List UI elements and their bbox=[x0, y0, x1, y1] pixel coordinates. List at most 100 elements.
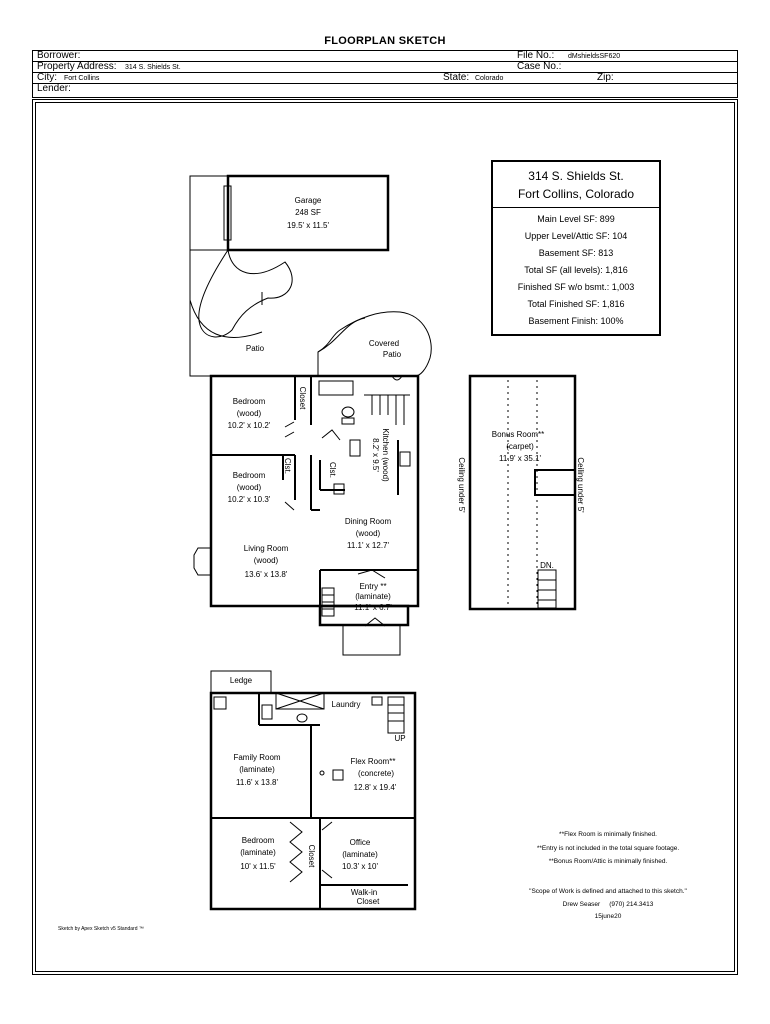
living-label: Living Room bbox=[244, 544, 289, 553]
closet1-label: Closet bbox=[298, 387, 307, 410]
entry-stairs bbox=[321, 587, 335, 617]
entry-dim: 11.1' x 6.7' bbox=[354, 603, 392, 612]
door-entry-swing bbox=[357, 569, 386, 579]
sketch-frame-inner bbox=[35, 102, 735, 972]
cist-appliance bbox=[333, 483, 345, 495]
office-label: Office bbox=[350, 838, 371, 847]
main-stairs bbox=[364, 394, 410, 425]
flex-dim: 12.8' x 19.4' bbox=[354, 783, 397, 792]
door-back bbox=[391, 375, 403, 381]
borrower-label: Borrower: bbox=[37, 50, 81, 61]
front-porch bbox=[342, 624, 401, 656]
flex-label: Flex Room** bbox=[351, 757, 396, 766]
fireplace bbox=[193, 547, 212, 576]
ceiling-right-label: Ceiling under 5' bbox=[576, 457, 585, 513]
entry-floor: (laminate) bbox=[355, 592, 391, 601]
dining-floor: (wood) bbox=[356, 529, 381, 538]
case-no-label: Case No.: bbox=[517, 61, 562, 72]
dn-label: DN. bbox=[540, 561, 554, 570]
upper-notch bbox=[534, 469, 575, 496]
summary-city: Fort Collins, Colorado bbox=[493, 187, 659, 208]
basement-sink bbox=[261, 704, 273, 720]
flex-utility bbox=[332, 769, 344, 781]
appraiser-contact: Drew Seaser (970) 214.3413 bbox=[562, 901, 654, 908]
scope-note: "Scope of Work is defined and attached t… bbox=[529, 888, 687, 895]
bonus-floor: (carpet) bbox=[506, 442, 534, 451]
living-dim: 13.6' x 13.8' bbox=[245, 570, 288, 579]
fridge bbox=[399, 451, 411, 467]
kitchen-dim: 8.2' x 9.5' bbox=[371, 438, 380, 472]
garage-walls bbox=[226, 174, 390, 252]
note-entry: **Entry is not included in the total squ… bbox=[536, 845, 680, 852]
upper-stairs bbox=[537, 569, 557, 609]
zip-label: Zip: bbox=[597, 72, 614, 83]
garage-outline bbox=[189, 175, 389, 251]
bedroom2-label: Bedroom bbox=[233, 471, 266, 480]
summary-stat: Total Finished SF: 1,816 bbox=[527, 299, 625, 309]
entry-label: Entry ** bbox=[359, 582, 386, 591]
property-value: 314 S. Shields St. bbox=[125, 64, 181, 71]
bedroom2-floor: (wood) bbox=[237, 483, 262, 492]
ceiling-left-label: Ceiling under 5' bbox=[457, 457, 466, 513]
covered-patio-label-2: Patio bbox=[383, 350, 402, 359]
page-title: FLOORPLAN SKETCH bbox=[324, 35, 446, 47]
bonus-label: Bonus Room** bbox=[492, 430, 544, 439]
patio-curves bbox=[198, 249, 293, 338]
property-label: Property Address: bbox=[37, 61, 117, 72]
door-bedroom2 bbox=[284, 501, 295, 511]
bonus-dim: 11.9' x 35.1' bbox=[499, 454, 542, 463]
washer bbox=[371, 696, 383, 706]
family-floor: (laminate) bbox=[239, 765, 275, 774]
summary-box: 314 S. Shields St. Fort Collins, Colorad… bbox=[491, 160, 661, 336]
cist1-label: Clst. bbox=[283, 458, 292, 474]
basement-stairs bbox=[387, 696, 405, 734]
basement-appliance bbox=[213, 696, 227, 710]
lender-label: Lender: bbox=[37, 83, 71, 94]
sketch-frame bbox=[32, 99, 738, 975]
shower bbox=[275, 692, 325, 710]
laundry-label: Laundry bbox=[332, 700, 361, 709]
bathtub bbox=[318, 380, 354, 396]
toilet bbox=[341, 406, 355, 418]
patio-label: Patio bbox=[246, 344, 265, 353]
bedroom3-floor: (laminate) bbox=[240, 848, 276, 857]
summary-stat: Basement Finish: 100% bbox=[528, 316, 624, 326]
door-bedroom1 bbox=[284, 421, 295, 438]
closet-doors bbox=[289, 821, 303, 883]
cist2-label: Clst. bbox=[328, 462, 337, 478]
summary-stat: Basement SF: 813 bbox=[538, 248, 614, 258]
header-box bbox=[32, 50, 738, 98]
note-flex: **Flex Room is minimally finished. bbox=[559, 831, 657, 838]
summary-address: 314 S. Shields St. bbox=[528, 169, 624, 183]
bedroom1-label: Bedroom bbox=[233, 397, 266, 406]
header-row-property: Property Address: 314 S. Shields St. Cas… bbox=[32, 61, 738, 73]
patio-outline bbox=[189, 250, 432, 377]
garage-door bbox=[223, 185, 232, 241]
covered-patio-curve bbox=[317, 317, 366, 353]
family-dim: 11.6' x 13.8' bbox=[236, 778, 279, 787]
up-label: UP bbox=[394, 734, 405, 743]
bedroom1-floor: (wood) bbox=[237, 409, 262, 418]
living-floor: (wood) bbox=[254, 556, 279, 565]
kitchen-label: Kitchen (wood) bbox=[381, 428, 390, 482]
upper-level-outline bbox=[468, 374, 577, 611]
bedroom3-dim: 10' x 11.5' bbox=[240, 862, 276, 871]
basement-toilet bbox=[296, 713, 308, 723]
dining-dim: 11.1' x 12.7' bbox=[347, 541, 390, 550]
file-no-value: dMshieldsSF620 bbox=[568, 53, 621, 60]
garage-label: Garage bbox=[295, 196, 322, 205]
summary-stat: Upper Level/Attic SF: 104 bbox=[524, 231, 628, 241]
summary-stat: Finished SF w/o bsmt.: 1,003 bbox=[517, 282, 635, 292]
closet2-label: Closet bbox=[307, 845, 316, 868]
flex-drain bbox=[319, 770, 325, 776]
door-front bbox=[364, 617, 386, 627]
header-row-lender: Lender: bbox=[32, 83, 738, 94]
city-value: Fort Collins bbox=[64, 75, 100, 82]
main-level-outline bbox=[209, 374, 420, 608]
dining-label: Dining Room bbox=[345, 517, 392, 526]
toilet-tank bbox=[341, 417, 355, 425]
walkin-label-2: Closet bbox=[357, 897, 380, 906]
ledge-label: Ledge bbox=[230, 676, 253, 685]
covered-patio-label-1: Covered bbox=[369, 339, 399, 348]
